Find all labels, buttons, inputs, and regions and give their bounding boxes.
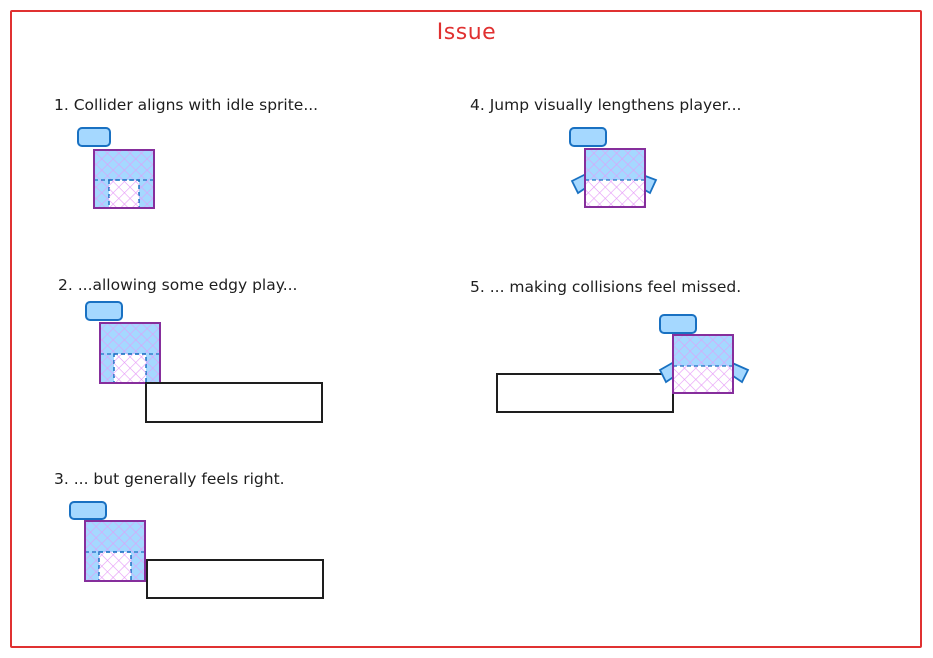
player-head-sprite bbox=[569, 127, 607, 147]
diagram-frame bbox=[10, 10, 922, 648]
step-5-player bbox=[658, 314, 750, 394]
step-1-caption: 1. Collider aligns with idle sprite... bbox=[54, 96, 319, 114]
step-1-player bbox=[77, 127, 155, 209]
collider-box bbox=[99, 322, 161, 384]
step-2-player bbox=[85, 301, 161, 384]
collider-box bbox=[84, 520, 146, 582]
step-3-player bbox=[69, 501, 146, 582]
player-head-sprite bbox=[659, 314, 697, 334]
player-head-sprite bbox=[69, 501, 107, 520]
step-2-platform bbox=[145, 382, 323, 423]
collider-box bbox=[93, 149, 155, 209]
collider-box bbox=[584, 148, 646, 208]
player-head-sprite bbox=[85, 301, 123, 321]
step-3-caption: 3. ... but generally feels right. bbox=[54, 470, 285, 488]
step-4-player bbox=[569, 127, 658, 208]
diagram-title: Issue bbox=[436, 20, 497, 45]
step-4-caption: 4. Jump visually lengthens player... bbox=[470, 96, 742, 114]
step-5-caption: 5. ... making collisions feel missed. bbox=[470, 278, 742, 296]
player-head-sprite bbox=[77, 127, 111, 147]
collider-box bbox=[672, 334, 734, 394]
step-5-platform bbox=[496, 373, 674, 413]
step-2-caption: 2. ...allowing some edgy play... bbox=[58, 276, 298, 294]
step-3-platform bbox=[146, 559, 324, 599]
